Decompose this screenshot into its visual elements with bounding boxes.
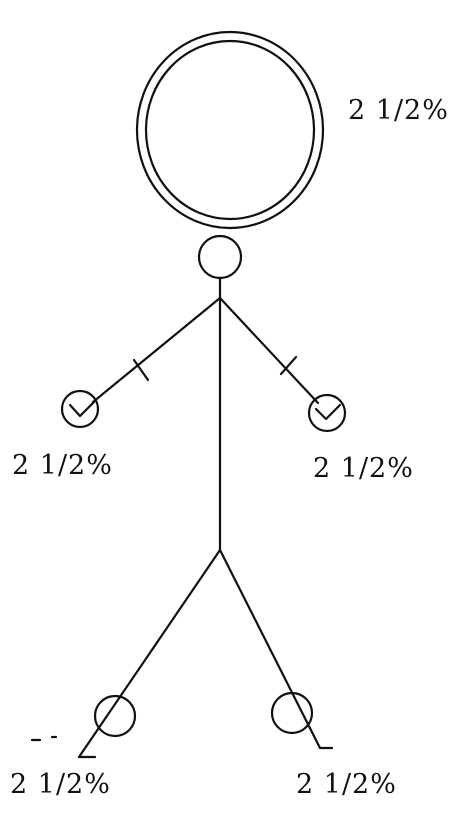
right-arm-line <box>220 298 318 403</box>
right-hand-check-icon <box>316 405 340 419</box>
head-inner-circle <box>146 41 314 219</box>
left-arm-line <box>93 298 220 402</box>
right-knee-circle <box>272 693 312 733</box>
right-hand-circle <box>309 395 345 431</box>
right-leg-percentage-label: 2 1/2% <box>296 771 397 798</box>
left-arm-percentage-label: 2 1/2% <box>12 452 113 479</box>
right-arm-percentage-label: 2 1/2% <box>313 455 414 482</box>
head-percentage-label: 2 1/2% <box>348 97 449 124</box>
left-knee-circle <box>95 696 135 736</box>
left-leg-line <box>79 550 220 757</box>
right-leg-line <box>220 550 320 748</box>
left-leg-percentage-label: 2 1/2% <box>10 771 111 798</box>
left-hand-check-icon <box>70 402 94 416</box>
left-hand-circle <box>62 391 98 427</box>
head-outer-circle <box>137 32 323 228</box>
neck-circle <box>199 236 241 278</box>
